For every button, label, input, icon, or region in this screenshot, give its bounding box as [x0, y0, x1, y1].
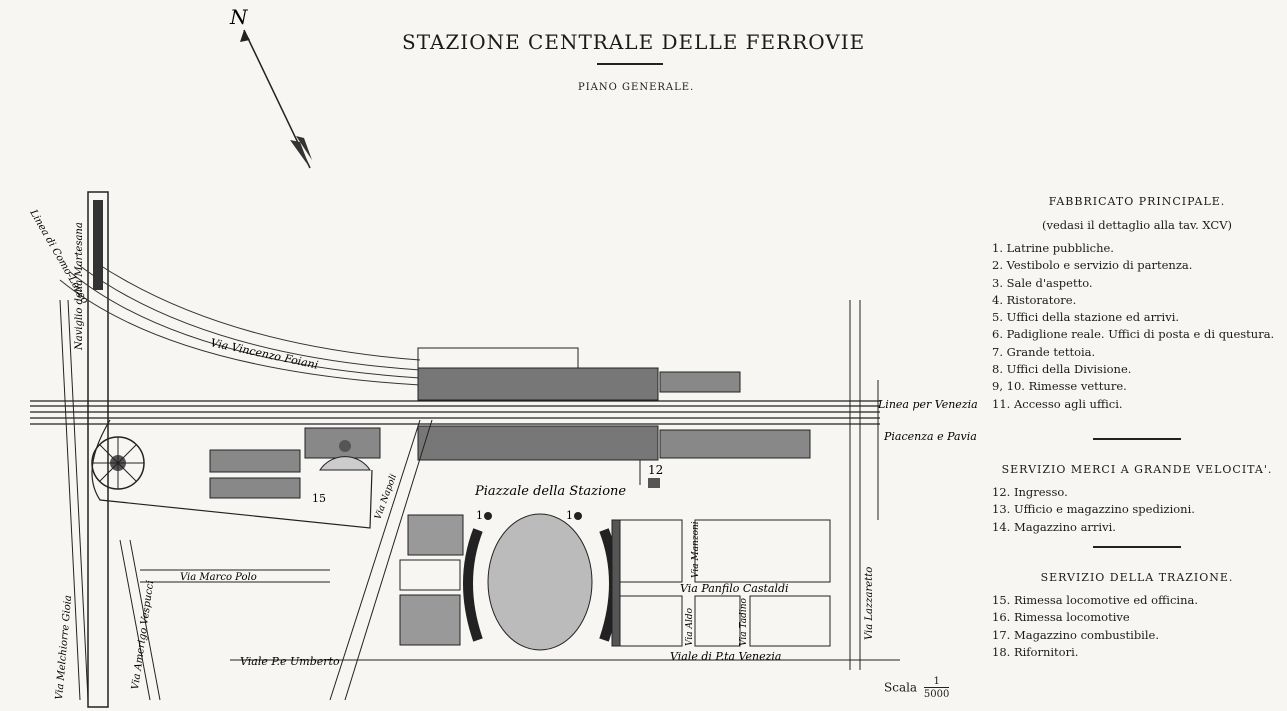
- legend-item: 8. Uffici della Divisione.: [992, 362, 1132, 377]
- city-blocks: [399, 514, 831, 647]
- north-arrow-icon: N: [229, 5, 312, 169]
- scale-fraction: 1 5000: [923, 676, 950, 700]
- label-via-marco-polo: Via Marco Polo: [180, 572, 257, 583]
- label-via-lazzaretto: Via Lazzaretto: [864, 567, 875, 640]
- main-tracks: [30, 400, 880, 425]
- legend-heading-2: SERVIZIO MERCI A GRANDE VELOCITA'.: [1001, 463, 1273, 476]
- label-linea-venezia: Linea per Venezia: [877, 398, 978, 411]
- label-num-15: 15: [312, 492, 326, 505]
- legend-heading-3: SERVIZIO DELLA TRAZIONE.: [1040, 571, 1234, 584]
- legend-item: 16. Rimessa locomotive: [992, 610, 1130, 625]
- station-plan-map: N: [27, 5, 978, 708]
- legend-item: 6. Padiglione reale. Uffici di posta e d…: [992, 327, 1275, 342]
- label-via-aldo: Via Aldo: [685, 607, 695, 646]
- legend-servizio-trazione: SERVIZIO DELLA TRAZIONE. 15. Rimessa loc…: [992, 571, 1282, 661]
- label-naviglio: Naviglio della Martesana: [74, 222, 85, 351]
- turntable-left: [91, 436, 145, 490]
- label-linea-piacenza: Piacenza e Pavia: [883, 430, 977, 443]
- legend-item: 11. Accesso agli uffici.: [992, 396, 1123, 411]
- station-buildings-upper: [417, 347, 741, 401]
- label-viale-venezia: Viale di P.ta Venezia: [670, 650, 781, 663]
- label-via-manzoni: Via Manzoni: [691, 521, 701, 578]
- label-via-panfilo: Via Panfilo Castaldi: [680, 582, 789, 595]
- legend-item: 3. Sale d'aspetto.: [992, 275, 1093, 290]
- label-viale-umberto: Viale P.e Umberto: [240, 655, 340, 668]
- map-scale: Scala 1 5000: [884, 676, 950, 700]
- label-num-1a: 1: [476, 509, 483, 522]
- legend-servizio-merci: SERVIZIO MERCI A GRANDE VELOCITA'. 12. I…: [992, 463, 1282, 536]
- title-rule: [597, 63, 663, 65]
- curved-tracks: [59, 261, 421, 386]
- streets: [119, 300, 900, 701]
- north-label: N: [229, 5, 249, 29]
- legend-heading-1: FABBRICATO PRINCIPALE.: [1048, 195, 1226, 208]
- yard-outline: [91, 419, 373, 529]
- scale-label: Scala: [884, 680, 918, 695]
- label-via-tadino: Via Tadino: [739, 597, 749, 646]
- label-piazzale: Piazzale della Stazione: [474, 484, 626, 499]
- legend-item: 17. Magazzino combustibile.: [992, 627, 1159, 642]
- map-title: STAZIONE CENTRALE DELLE FERROVIE: [402, 30, 866, 54]
- legend-item: 14. Magazzino arrivi.: [992, 519, 1116, 534]
- legend-item: 13. Ufficio e magazzino spedizioni.: [992, 502, 1195, 517]
- label-via-vespucci: Via Amerigo Vespucci: [130, 580, 156, 691]
- legend-item: 5. Uffici della stazione ed arrivi.: [992, 310, 1180, 325]
- turntable-right: [319, 440, 371, 471]
- legend-item: 12. Ingresso.: [992, 485, 1068, 499]
- legend-item: 1. Latrine pubbliche.: [992, 241, 1114, 255]
- scale-numerator: 1: [933, 676, 940, 687]
- legend-item: 9, 10. Rimesse vetture.: [992, 379, 1127, 394]
- legend-item: 7. Grande tettoia.: [992, 344, 1096, 359]
- legend-item: 18. Rifornitori.: [992, 644, 1079, 659]
- label-num-12: 12: [648, 463, 663, 477]
- legend-item: 4. Ristoratore.: [992, 292, 1077, 307]
- station-buildings-lower: [209, 425, 811, 499]
- legend-rule-2: [992, 546, 1282, 548]
- label-num-1b: 1: [566, 509, 573, 522]
- piazzale-della-stazione: [463, 512, 619, 651]
- scale-denominator: 5000: [923, 687, 950, 700]
- left-canal: [59, 191, 109, 708]
- label-via-foiani: Via Vincenzo Foiani: [209, 336, 319, 372]
- legend-item: 2. Vestibolo e servizio di partenza.: [992, 258, 1193, 273]
- label-via-gioia: Via Melchiorre Gioia: [54, 595, 74, 701]
- legend-fabbricato-principale: FABBRICATO PRINCIPALE. (vedasi il dettag…: [992, 195, 1282, 413]
- map-subtitle: PIANO GENERALE.: [578, 82, 695, 93]
- legend-rule-1: [992, 438, 1282, 440]
- legend-item: 15. Rimessa locomotive ed officina.: [992, 593, 1198, 607]
- legend-subheading-1: (vedasi il dettaglio alla tav. XCV): [1041, 218, 1233, 232]
